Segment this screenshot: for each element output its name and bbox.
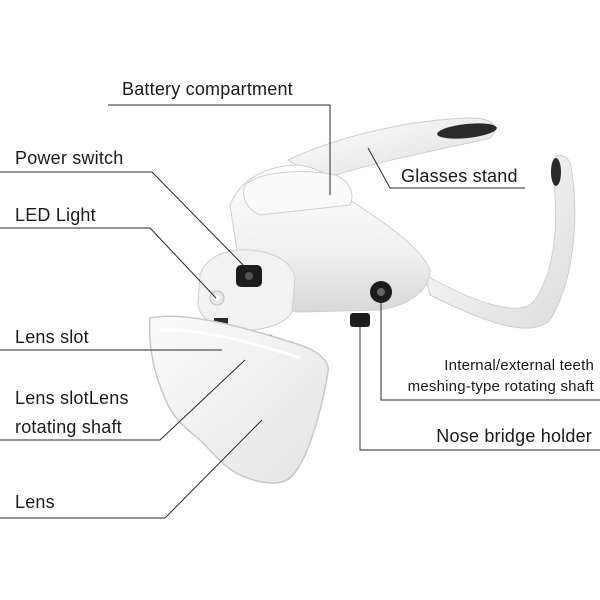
label-internal-teeth-line1: Internal/external teeth [444, 357, 594, 374]
leader-battery [108, 104, 331, 195]
led-light-core-icon [214, 295, 220, 301]
label-lens: Lens [15, 492, 55, 512]
label-lens-slot-shaft-line1: Lens slotLens [15, 388, 129, 408]
leader-internal-teeth [380, 303, 600, 401]
label-internal-teeth-line2: meshing-type rotating shaft [407, 378, 594, 395]
label-nose-bridge-holder: Nose bridge holder [436, 426, 592, 446]
label-battery-compartment: Battery compartment [122, 79, 293, 99]
leader-lens-slot-shaft [0, 359, 246, 441]
lens-highlight [159, 328, 301, 360]
label-lens-slot-shaft-line2: rotating shaft [15, 417, 122, 437]
arm-pad-right-icon [551, 158, 561, 186]
leader-led-light [0, 227, 217, 299]
lens-shape [148, 315, 329, 484]
label-glasses-stand: Glasses stand [401, 166, 518, 186]
leader-lens [0, 419, 263, 519]
led-housing [197, 249, 296, 331]
power-switch-dot-icon [245, 272, 253, 280]
arm-pad-left-icon [437, 123, 497, 139]
label-power-switch: Power switch [15, 148, 124, 168]
leader-glasses-stand [367, 147, 525, 189]
label-lens-slot: Lens slot [15, 327, 89, 347]
leader-power-switch [0, 171, 249, 271]
label-led-light: LED Light [15, 205, 96, 225]
rotating-shaft-center-icon [377, 288, 385, 296]
nose-bridge-holder-icon [350, 313, 370, 327]
battery-compartment-shape [243, 171, 353, 216]
leader-nose-bridge [359, 327, 600, 451]
